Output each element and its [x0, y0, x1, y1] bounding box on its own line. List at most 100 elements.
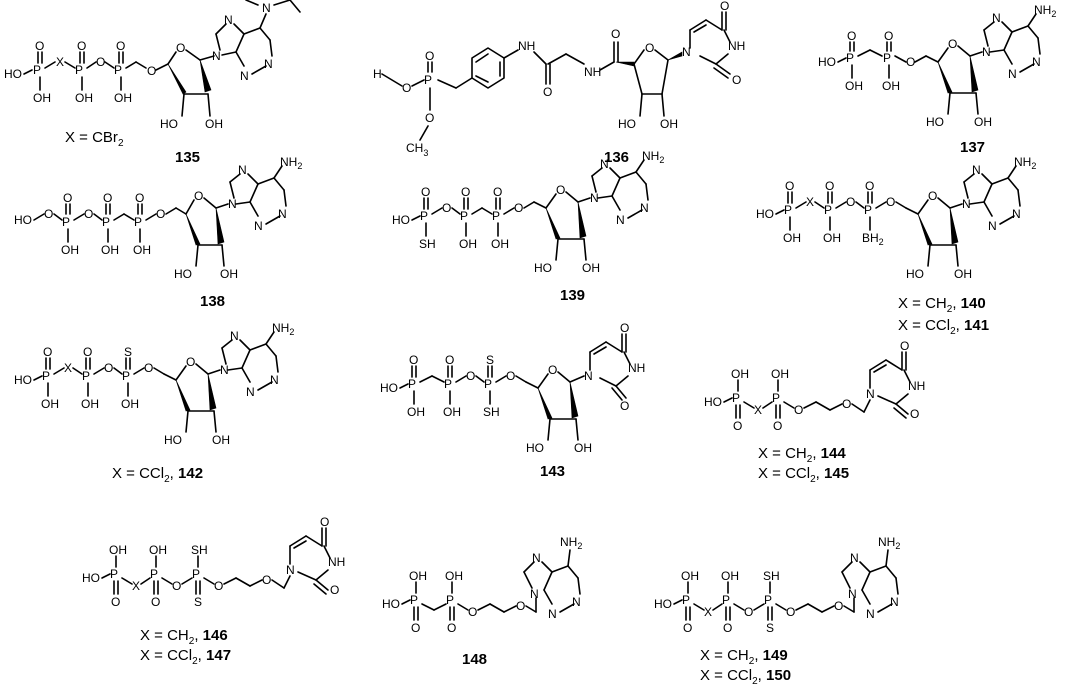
atom-label: NH	[584, 65, 601, 79]
structure-136: H O P O O CH3 NH O NH O O	[373, 0, 745, 158]
atom-label: O	[116, 39, 125, 53]
caption-146: X = CH2, 146	[140, 627, 228, 647]
atom-label: P	[82, 369, 90, 383]
atom-label: NH	[328, 555, 345, 569]
atom-label: O	[461, 185, 470, 199]
atom-label: OH	[443, 405, 461, 419]
atom-label: N	[238, 163, 247, 177]
atom-label: HO	[160, 117, 178, 131]
atom-label: OH	[823, 231, 841, 245]
atom-label: NH	[728, 39, 745, 53]
atom-label: N	[212, 49, 221, 63]
caption-141: X = CCl2, 141	[898, 317, 989, 337]
caption-150: X = CCl2, 150	[700, 667, 791, 687]
atom-label: O	[620, 399, 629, 413]
atom-label: OH	[149, 543, 167, 557]
atom-label: OH	[220, 267, 238, 281]
atom-label: N	[590, 191, 599, 205]
atom-label: P	[408, 377, 416, 391]
atom-label: P	[784, 203, 792, 217]
atom-label: O	[928, 189, 937, 203]
atom-label: O	[135, 191, 144, 205]
atom-label: N	[1012, 207, 1021, 221]
atom-label: N	[988, 219, 997, 233]
atom-label: N	[850, 551, 859, 565]
atom-label: N	[972, 163, 981, 177]
atom-label: O	[111, 595, 120, 609]
atom-label: X	[806, 195, 814, 209]
atom-label: HO	[14, 213, 32, 227]
atom-label: HO	[654, 597, 672, 611]
atom-label: O	[834, 599, 843, 613]
atom-label: HO	[818, 55, 836, 69]
atom-label: N	[1032, 55, 1041, 69]
atom-label: OH	[771, 367, 789, 381]
atom-label: OH	[445, 569, 463, 583]
atom-label: O	[900, 339, 909, 353]
caption-149: X = CH2, 149	[700, 647, 788, 667]
atom-label: P	[772, 391, 780, 405]
atom-label: O	[493, 185, 502, 199]
atom-label: P	[102, 215, 110, 229]
structure-146-147: HO P OH O X P OH O O P SH S O O N	[82, 515, 345, 609]
structure-143: HO P O OH P O OH O P S SH O O HO OH	[380, 321, 645, 455]
label-143: 143	[540, 463, 565, 480]
atom-label: N	[584, 369, 593, 383]
atom-label: N	[682, 45, 691, 59]
atom-label: N	[890, 595, 899, 609]
atom-label: P	[62, 215, 70, 229]
atom-label: N	[278, 207, 287, 221]
atom-label: O	[447, 621, 456, 635]
atom-label: N	[866, 607, 875, 621]
atom-label: P	[33, 63, 41, 77]
atom-label: O	[176, 41, 185, 55]
label-136: 136	[604, 149, 629, 166]
atom-label: O	[442, 201, 451, 215]
atom-label: N	[640, 201, 649, 215]
structure-140-141: HO P O OH X P O OH O P O BH2 O O HO	[756, 155, 1036, 281]
atom-label: N	[220, 363, 229, 377]
atom-label: OH	[845, 79, 863, 93]
atom-label: X	[132, 579, 140, 593]
atom-label: OH	[407, 405, 425, 419]
atom-label: O	[720, 0, 729, 13]
atom-label: O	[886, 195, 895, 209]
atom-label: O	[846, 195, 855, 209]
atom-label: O	[786, 605, 795, 619]
atom-label: P	[846, 51, 854, 65]
atom-label: P	[110, 567, 118, 581]
atom-label: NH2	[878, 535, 900, 551]
atom-label: N	[532, 551, 541, 565]
atom-label: P	[764, 593, 772, 607]
atom-label: NH2	[1014, 155, 1036, 171]
atom-label: O	[194, 189, 203, 203]
atom-label: NH2	[272, 321, 294, 337]
atom-label: O	[645, 41, 654, 55]
atom-label: OH	[114, 91, 132, 105]
atom-label: HO	[164, 433, 182, 447]
atom-label: SH	[763, 569, 780, 583]
atom-label: N	[600, 157, 609, 171]
caption-140: X = CH2, 140	[898, 295, 986, 315]
atom-label: O	[156, 207, 165, 221]
atom-label: OH	[81, 397, 99, 411]
atom-label: P	[192, 567, 200, 581]
atom-label: O	[172, 579, 181, 593]
atom-label: O	[411, 621, 420, 635]
atom-label: HO	[392, 213, 410, 227]
label-138: 138	[200, 293, 225, 310]
atom-label: N	[230, 329, 239, 343]
atom-label: O	[77, 39, 86, 53]
atom-label: HO	[82, 571, 100, 585]
atom-label: OH	[459, 237, 477, 251]
atom-label: SH	[483, 405, 500, 419]
structure-144-145: HO P OH O X P OH O O O N O NH O	[704, 339, 925, 433]
atom-label: HO	[704, 395, 722, 409]
atom-label: OH	[121, 397, 139, 411]
atom-label: O	[514, 201, 523, 215]
atom-label: P	[444, 377, 452, 391]
atom-label: X	[754, 403, 762, 417]
structure-142: HO P O OH X P O OH O P S OH O O HO	[14, 321, 294, 447]
atom-label: HO	[526, 441, 544, 455]
